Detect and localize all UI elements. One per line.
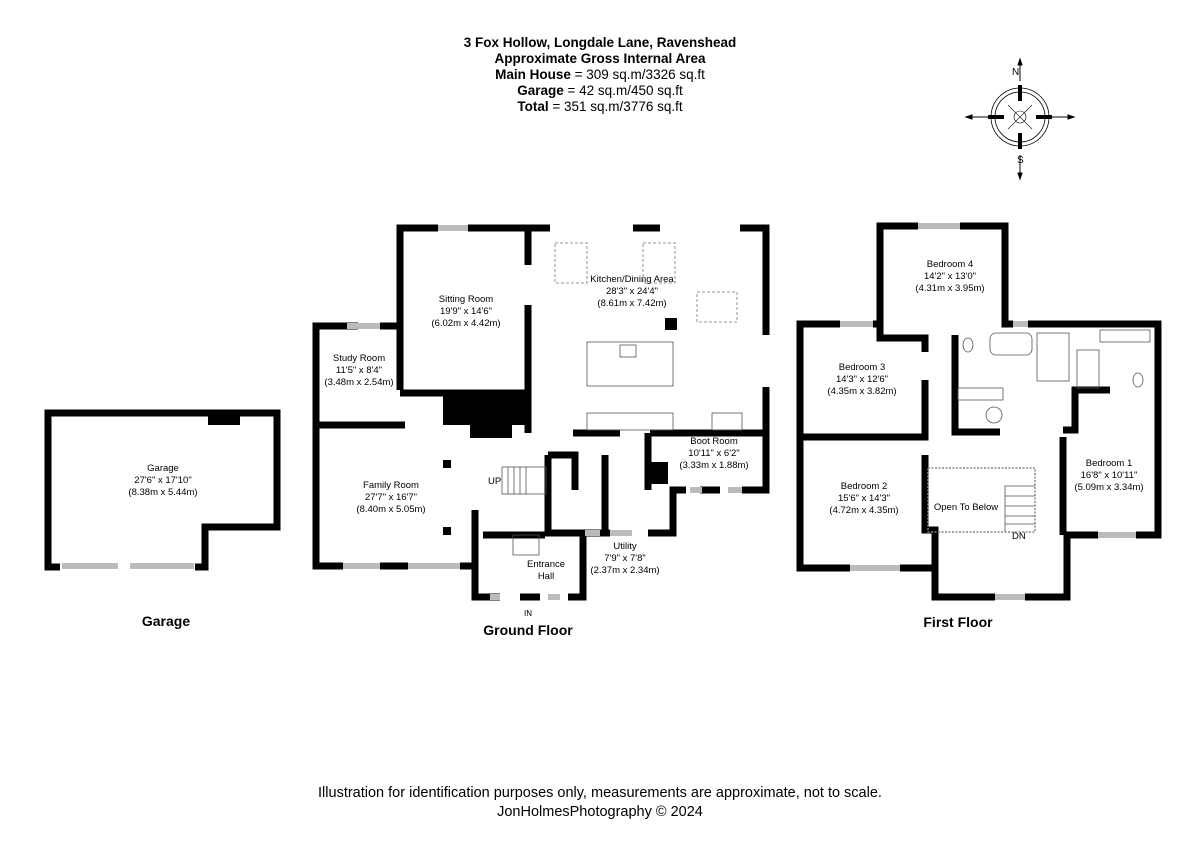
chimney-breast <box>443 393 528 425</box>
first-floor-outer-walls <box>796 320 850 572</box>
area-main-house: Main House = 309 sq.m/3326 sq.ft <box>495 67 705 82</box>
kitchen-island <box>586 341 674 387</box>
copyright: JonHolmesPhotography © 2024 <box>497 804 703 820</box>
floor-label-garage: Garage <box>141 613 191 629</box>
ground-floor-outer-walls <box>312 322 358 570</box>
address: 3 Fox Hollow, Longdale Lane, Ravenshead <box>463 35 737 50</box>
floor-label-ground: Ground Floor <box>483 622 573 638</box>
room-open-to-below: Open To Below <box>933 502 999 513</box>
area-garage: Garage = 42 sq.m/450 sq.ft <box>517 83 683 98</box>
entrance-in-label: IN <box>524 609 532 618</box>
compass-south: S <box>1017 155 1024 166</box>
compass-north: N <box>1012 67 1020 78</box>
open-to-below-void <box>927 467 1036 533</box>
disclaimer: Illustration for identification purposes… <box>318 785 882 801</box>
footer: Illustration for identification purposes… <box>0 784 1200 822</box>
staircase-ground <box>501 466 547 556</box>
header: 3 Fox Hollow, Longdale Lane, Ravenshead … <box>0 35 1200 115</box>
stairs-down-label: DN <box>1012 531 1026 542</box>
stairs-up-label: UP <box>488 476 502 487</box>
compass-rose-icon <box>964 57 1076 181</box>
area-subtitle: Approximate Gross Internal Area <box>494 51 706 66</box>
area-total: Total = 351 sq.m/3776 sq.ft <box>517 99 683 114</box>
ground-floor-walls <box>380 224 438 330</box>
floor-label-first: First Floor <box>923 614 993 630</box>
garage-walls <box>44 409 281 571</box>
bath <box>989 332 1033 356</box>
